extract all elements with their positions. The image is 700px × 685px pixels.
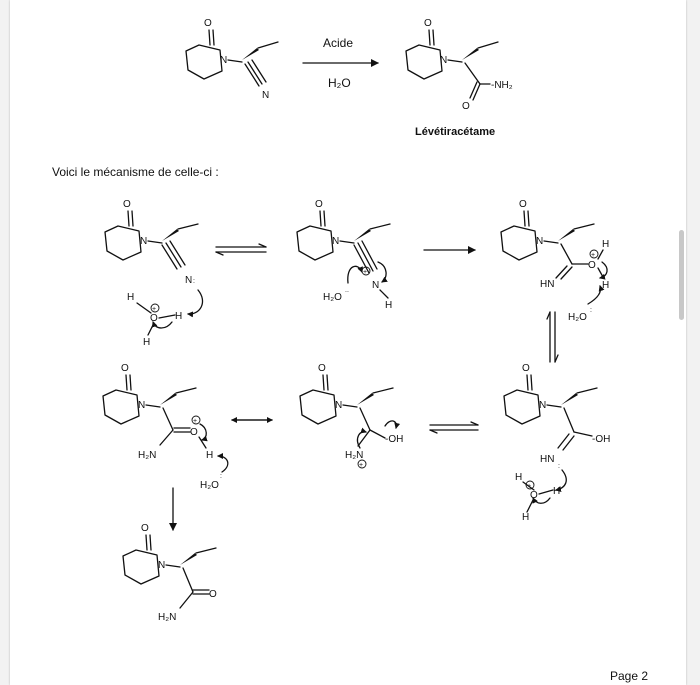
svg-text:O: O bbox=[209, 589, 217, 600]
svg-text:HN: HN bbox=[540, 279, 554, 290]
equilibrium-arrow-2 bbox=[429, 421, 479, 434]
svg-text:H: H bbox=[206, 450, 213, 461]
svg-text:H: H bbox=[127, 292, 134, 303]
svg-text:O: O bbox=[588, 260, 596, 271]
levetiracetam-molecule: O N O -NH₂ bbox=[405, 18, 513, 112]
mechanism-step-1: O N N : H O + H H bbox=[104, 199, 204, 348]
svg-text:O: O bbox=[424, 18, 432, 29]
svg-text:HN: HN bbox=[540, 454, 554, 465]
scrollbar[interactable] bbox=[679, 230, 684, 320]
svg-text:O: O bbox=[530, 490, 538, 501]
reagent-acid: Acide bbox=[323, 36, 353, 50]
svg-text:O: O bbox=[190, 427, 198, 438]
svg-text:O: O bbox=[315, 199, 323, 210]
svg-text:H: H bbox=[143, 337, 150, 348]
svg-text:N: N bbox=[138, 400, 145, 411]
page-number: Page 2 bbox=[610, 669, 648, 683]
svg-text:H: H bbox=[553, 486, 560, 497]
svg-text:N: N bbox=[372, 280, 379, 291]
nitrile-nitrogen: N bbox=[262, 90, 269, 101]
svg-text:O: O bbox=[121, 363, 129, 374]
svg-text:+: + bbox=[363, 269, 367, 276]
product-name: Lévétiracétame bbox=[415, 126, 495, 138]
mechanism-step-5: O N H₂N + -OH bbox=[299, 363, 403, 469]
svg-text:O: O bbox=[141, 523, 149, 534]
svg-text:N: N bbox=[158, 560, 165, 571]
svg-text:O: O bbox=[123, 199, 131, 210]
svg-text::: : bbox=[590, 307, 592, 314]
mechanism-intro: Voici le mécanisme de celle-ci : bbox=[52, 165, 219, 179]
mechanism-step-3: O N HN O + H H H₂O : bbox=[500, 199, 609, 323]
svg-text:O: O bbox=[462, 101, 470, 112]
svg-text:H₂N: H₂N bbox=[158, 612, 176, 623]
amide-nh2: -NH₂ bbox=[491, 80, 513, 91]
svg-text:N: N bbox=[536, 236, 543, 247]
svg-text:N: N bbox=[140, 236, 147, 247]
svg-text:H₂N: H₂N bbox=[138, 450, 156, 461]
carbonyl-oxygen: O bbox=[204, 18, 212, 29]
mechanism-step-4: O N -OH HN : H O + H H bbox=[503, 363, 610, 523]
svg-text::: : bbox=[558, 463, 560, 470]
svg-text:N: N bbox=[539, 400, 546, 411]
svg-text:H: H bbox=[175, 311, 182, 322]
starting-nitrile-molecule: O N N bbox=[185, 18, 279, 101]
svg-text:+: + bbox=[193, 418, 197, 425]
svg-text:H₂N: H₂N bbox=[345, 450, 363, 461]
document-page: O N N Acide H₂O O N O -NH₂ Lévétiracétam… bbox=[10, 0, 686, 685]
reaction-scheme: O N N Acide H₂O O N O -NH₂ Lévétiracétam… bbox=[52, 18, 648, 683]
svg-text:H: H bbox=[602, 239, 609, 250]
svg-text:H₂O: H₂O bbox=[323, 292, 342, 303]
svg-text:O: O bbox=[522, 363, 530, 374]
svg-text:O: O bbox=[318, 363, 326, 374]
equilibrium-arrow-vertical bbox=[546, 311, 559, 363]
svg-text:N: N bbox=[185, 275, 192, 286]
svg-text:O: O bbox=[519, 199, 527, 210]
reagent-water: H₂O bbox=[328, 76, 351, 90]
svg-text:-OH: -OH bbox=[385, 434, 403, 445]
ring-nitrogen: N bbox=[220, 55, 227, 66]
svg-text:H: H bbox=[515, 472, 522, 483]
svg-text:H: H bbox=[385, 300, 392, 311]
svg-text:O: O bbox=[150, 313, 158, 324]
mechanism-step-2: O N N + H H₂O .. bbox=[296, 199, 392, 311]
final-product-molecule: O N O H₂N bbox=[122, 523, 217, 623]
reaction-arrow: Acide H₂O bbox=[302, 36, 379, 90]
mechanism-step-6: O N H₂N O + H H₂O : bbox=[102, 363, 229, 491]
svg-text:H₂O: H₂O bbox=[568, 312, 587, 323]
svg-text:H₂O: H₂O bbox=[200, 480, 219, 491]
equilibrium-arrow-1 bbox=[215, 243, 267, 256]
svg-text:+: + bbox=[591, 252, 595, 259]
svg-text:..: .. bbox=[345, 287, 349, 294]
svg-text:N: N bbox=[332, 236, 339, 247]
svg-text:N: N bbox=[335, 400, 342, 411]
svg-text::: : bbox=[193, 278, 195, 285]
svg-text:+: + bbox=[527, 483, 531, 490]
svg-text:+: + bbox=[359, 462, 363, 469]
svg-text::: : bbox=[220, 473, 222, 480]
svg-text:H: H bbox=[522, 512, 529, 523]
svg-text:N: N bbox=[440, 55, 447, 66]
svg-text:-OH: -OH bbox=[592, 434, 610, 445]
svg-text:H: H bbox=[602, 280, 609, 291]
svg-text:+: + bbox=[152, 306, 156, 313]
